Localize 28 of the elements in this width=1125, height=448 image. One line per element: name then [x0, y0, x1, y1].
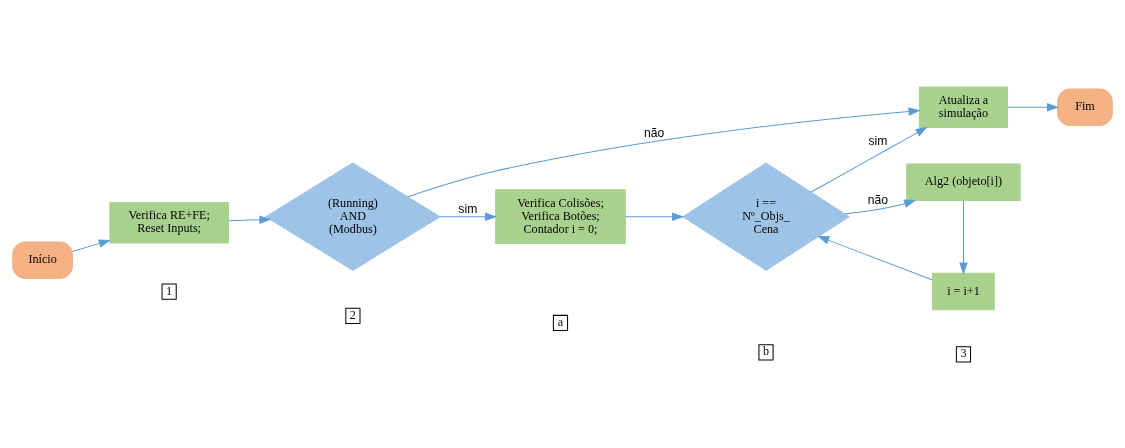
label: 2 [349, 307, 356, 322]
label: 1 [166, 283, 173, 298]
node-diamond: (Running) AND (Modbus) [264, 161, 441, 271]
arrow [439, 211, 498, 221]
label: 3 [960, 345, 967, 360]
arrow [407, 106, 921, 197]
arrow [810, 126, 928, 193]
node-box: Fim [1057, 88, 1113, 126]
arrow [624, 211, 685, 221]
edge-label: não [644, 125, 665, 140]
arrow [844, 199, 917, 214]
node-box: Alg2 (objeto[i]) [906, 163, 1021, 201]
node-box: Atualiza a simulação [918, 86, 1008, 128]
arrow [817, 235, 933, 281]
edge-label: sim [868, 133, 888, 148]
node-diamond: i == Nº_Objs_ Cena [682, 161, 850, 271]
arrow [1007, 102, 1060, 112]
arrow [959, 199, 968, 275]
node-box: Verifica Colisões; Verifica Botões; Contador i = 0; [495, 188, 626, 244]
label: a [557, 314, 564, 329]
label: b [762, 343, 770, 358]
arrow [71, 238, 111, 252]
edge-label: não [867, 192, 889, 207]
node-box: i = i+1 [932, 272, 995, 310]
node-box: Verifica RE+FE; Reset Inputs; [109, 201, 229, 243]
edge-label: sim [458, 201, 478, 216]
arrow [228, 215, 272, 224]
node-box: Início [12, 240, 73, 279]
